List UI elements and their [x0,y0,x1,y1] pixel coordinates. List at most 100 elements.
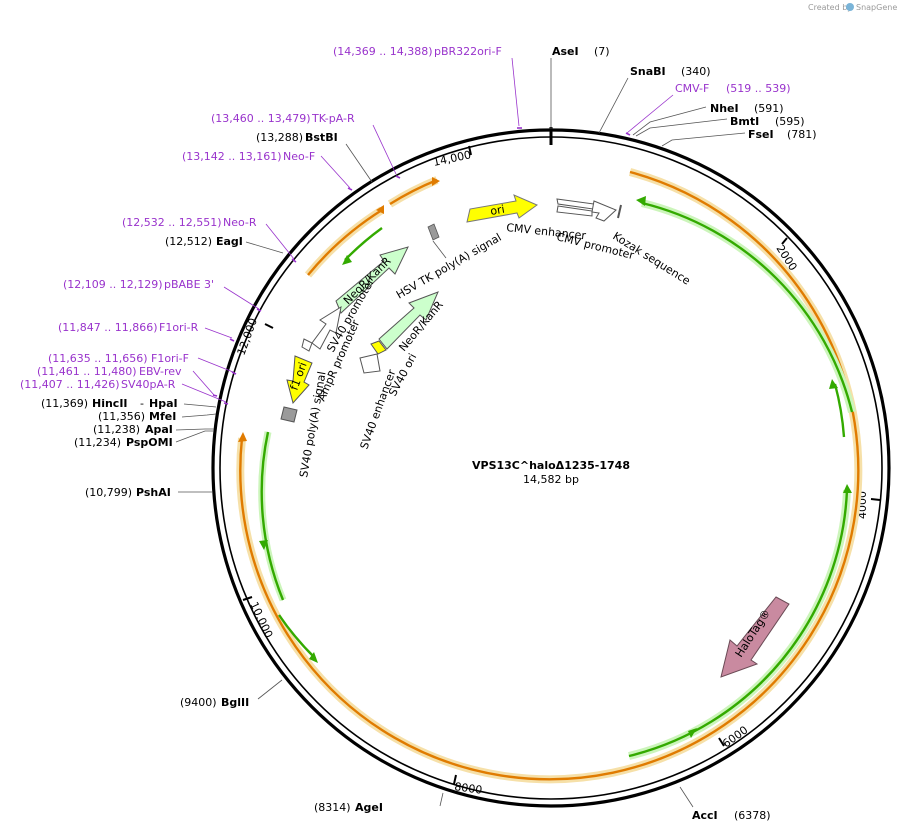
tick-14000 [468,145,472,156]
site-pos-asei: (7) [594,45,610,58]
site-pos-snabi: (340) [681,65,711,78]
primer-range-f1ori-f: (11,635 .. 11,656) [48,352,148,365]
watermark-text: Created by [808,3,852,12]
green-cds-6-arrowhead [342,255,352,265]
hsv-tk-polya-feature [427,223,440,241]
site-pos-acci: (6378) [734,809,771,822]
site-pos-bmti: (595) [775,115,805,128]
snapgene-logo-icon [846,3,854,11]
primer-name-f1ori-f: F1ori-F [151,352,189,365]
primer-range-pbr322ori-f: (14,369 .. 14,388) [333,45,433,58]
neor-kanr-inner-feature [378,291,439,350]
green-cds-2-arrowhead [829,379,838,389]
primer-name-tk-pa-r: TK-pA-R [311,112,355,125]
site-name-hincii: HincII [92,397,128,410]
site-name-agei: AgeI [355,801,383,814]
site-dash-hincii: - [140,397,144,410]
primer-range-neo-r: (12,532 .. 12,551) [122,216,222,229]
f1-ori-feature [286,355,313,405]
orange-feature-main-arrowhead [238,432,247,442]
neor-kanr-top-feature [335,246,409,314]
orange-feature-main [239,170,860,781]
primer-name-ebv-rev: EBV-rev [139,365,182,378]
green-cds-1 [641,201,854,413]
ampr-promoter-feature [301,338,313,352]
orange-feature-2-halo [304,206,385,278]
tick-10000 [242,596,253,601]
primer-name-pbr322ori-f: pBR322ori-F [434,45,502,58]
orange-feature-2-arrowhead [376,205,384,214]
sv40-ori-feature [370,340,387,355]
green-cds-3-arrowhead [843,484,852,493]
green-cds-3-arrowhead-b [688,728,697,738]
site-pos-apai: (11,238) [93,423,140,436]
tick-12000 [264,323,274,329]
site-name-nhei: NheI [710,102,739,115]
cmv-promoter-feature [591,200,617,222]
sv40-enhancer-feature [359,353,381,374]
primer-name-sv40pa-r: SV40pA-R [121,378,176,391]
site-name-bglii: BglII [221,696,249,709]
site-pos-hincii: (11,369) [41,397,88,410]
primer-name-f1ori-r: F1ori-R [159,321,199,334]
hsv-tk-polya-label: HSV TK poly(A) signal [394,231,504,302]
sv40-polya-feature [280,406,298,423]
site-name-eagi: EagI [216,235,243,248]
green-cds-5-arrowhead [259,540,268,550]
site-pos-agei: (8314) [314,801,351,814]
site-leader-lines [175,58,746,808]
site-pos-eagi: (12,512) [165,235,212,248]
green-cds-5 [260,431,285,601]
site-pos-bstbi: (13,288) [256,131,303,144]
site-name-snabi: SnaBI [630,65,666,78]
site-pos-nhei: (591) [754,102,784,115]
primer-range-neo-f: (13,142 .. 13,161) [182,150,282,163]
tick-2000 [781,237,788,245]
site-name-acci: AccI [692,809,718,822]
primer-range-tk-pa-r: (13,460 .. 13,479) [211,112,311,125]
primer-name-cmv-f: CMV-F [675,82,709,95]
tick-6000 [718,737,725,747]
site-name-pspomi: PspOMI [126,436,173,449]
site-name-apai: ApaI [145,423,173,436]
site-pos-mfei: (11,356) [98,410,145,423]
site-pos-bglii: (9400) [180,696,217,709]
primer-leader-lines [181,57,674,403]
orange-feature-3 [389,178,438,206]
orange-feature-3-arrowhead [432,177,440,186]
site-extra-hpai: HpaI [149,397,178,410]
primer-range-pbabe-3: (12,109 .. 12,129) [63,278,163,291]
tick-4000 [870,498,881,501]
tick-label-14000: 14,000 [432,148,472,169]
hsv-tk-polya-leader [432,240,447,259]
green-cds-3 [628,489,849,758]
plasmid-size: 14,582 bp [523,473,579,486]
site-name-bmti: BmtI [730,115,759,128]
plasmid-name: VPS13C^haloΔ1235-1748 [472,459,630,472]
primer-range-sv40pa-r: (11,407 .. 11,426) [20,378,120,391]
sv40-promoter-feature [311,305,342,350]
kozak-feature [617,204,622,219]
ori-feature [466,194,539,223]
orange-feature-2 [307,208,383,276]
primer-range-f1ori-r: (11,847 .. 11,866) [58,321,158,334]
site-name-bstbi: BstBI [305,131,338,144]
tick-8000 [453,774,457,785]
primer-name-pbabe-3: pBABE 3' [164,278,214,291]
site-name-fsei: FseI [748,128,774,141]
primer-range-ebv-rev: (11,461 .. 11,480) [37,365,137,378]
green-cds-4-arrowhead [309,652,318,663]
green-cds-1-arrowhead [636,196,646,206]
watermark-brand: SnapGene [856,3,897,12]
site-name-mfei: MfeI [149,410,176,423]
cmv-enhancer-body [556,205,593,217]
site-name-asei: AseI [552,45,579,58]
site-name-pshai: PshAI [136,486,171,499]
ori-label: ori [489,203,505,218]
site-pos-pspomi: (11,234) [74,436,121,449]
halotag-feature [720,596,790,678]
primer-name-neo-f: Neo-F [283,150,315,163]
site-pos-pshai: (10,799) [85,486,132,499]
primer-name-neo-r: Neo-R [223,216,257,229]
